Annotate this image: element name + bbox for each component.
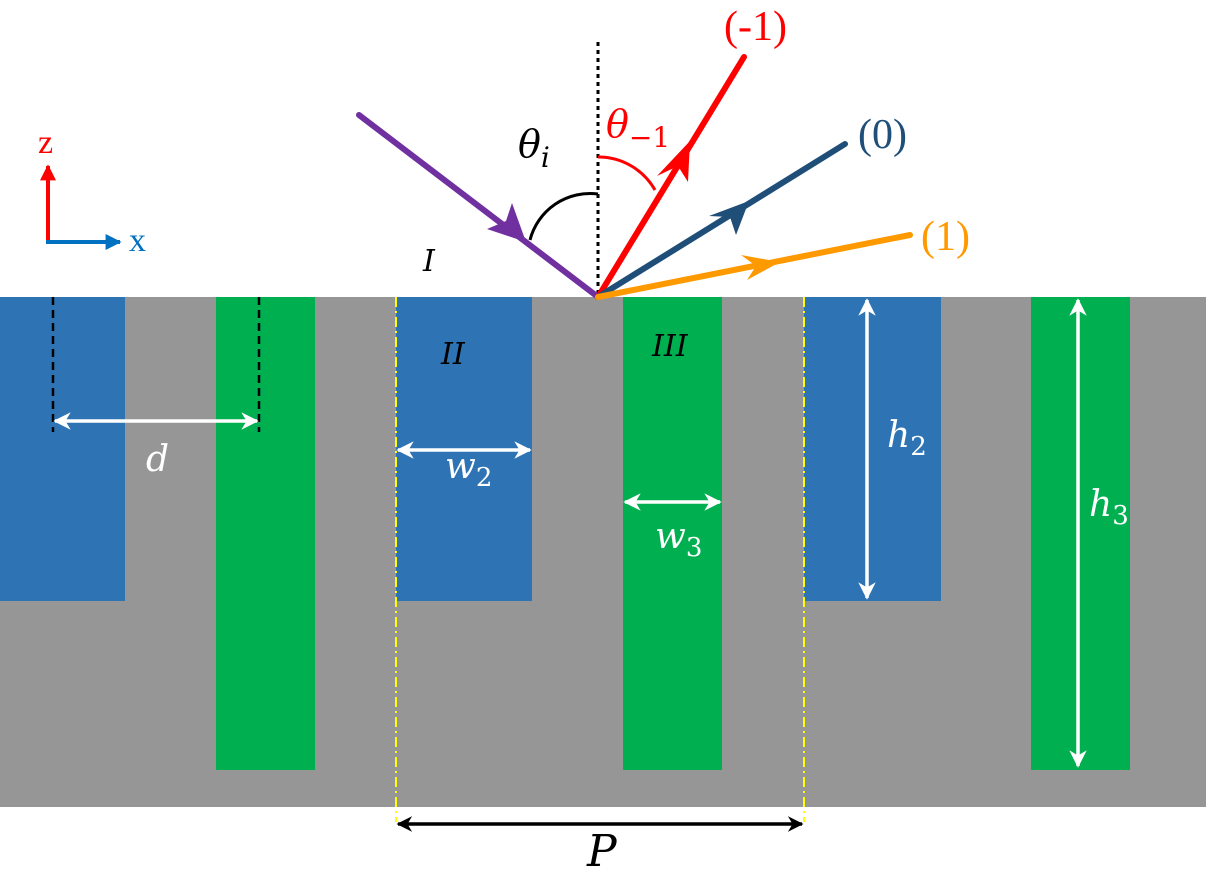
order-0-arrowhead	[709, 201, 749, 235]
h2-label: h2	[887, 415, 927, 462]
diffracted-angle-arc	[597, 155, 657, 191]
order-minus1-beam	[595, 54, 747, 300]
diffracted-angle-label: θ−1	[606, 102, 670, 154]
w2-label: w2	[445, 446, 492, 493]
order-minus1-arrowhead	[657, 141, 690, 182]
region-ii-label: II	[440, 337, 466, 372]
period-label: P	[586, 826, 618, 872]
region-iii-label: III	[651, 329, 689, 364]
h3-label: h3	[1089, 484, 1129, 531]
incident-angle-label: θi	[518, 122, 550, 174]
d-label: d	[146, 439, 169, 480]
incident-beam-arrowhead	[487, 203, 526, 242]
w3-label: w3	[655, 516, 702, 563]
groove-iii-left	[216, 297, 315, 770]
order-1-label: (1)	[921, 214, 970, 260]
groove-ii-left	[0, 297, 125, 601]
region-i-label: I	[422, 244, 436, 279]
z-axis-label: z	[38, 124, 53, 161]
groove-iii-center	[623, 297, 722, 770]
order-0-beam	[595, 141, 848, 300]
order-1-arrowhead	[741, 255, 780, 280]
x-axis-label: x	[129, 222, 146, 259]
incident-beam	[356, 112, 601, 300]
order-minus1-label: (-1)	[724, 4, 787, 50]
order-0-label: (0)	[858, 112, 907, 158]
incident-angle-arc	[528, 192, 599, 241]
groove-iii-right	[1031, 297, 1130, 770]
order-1-beam	[595, 232, 913, 300]
substrate	[0, 297, 1206, 807]
